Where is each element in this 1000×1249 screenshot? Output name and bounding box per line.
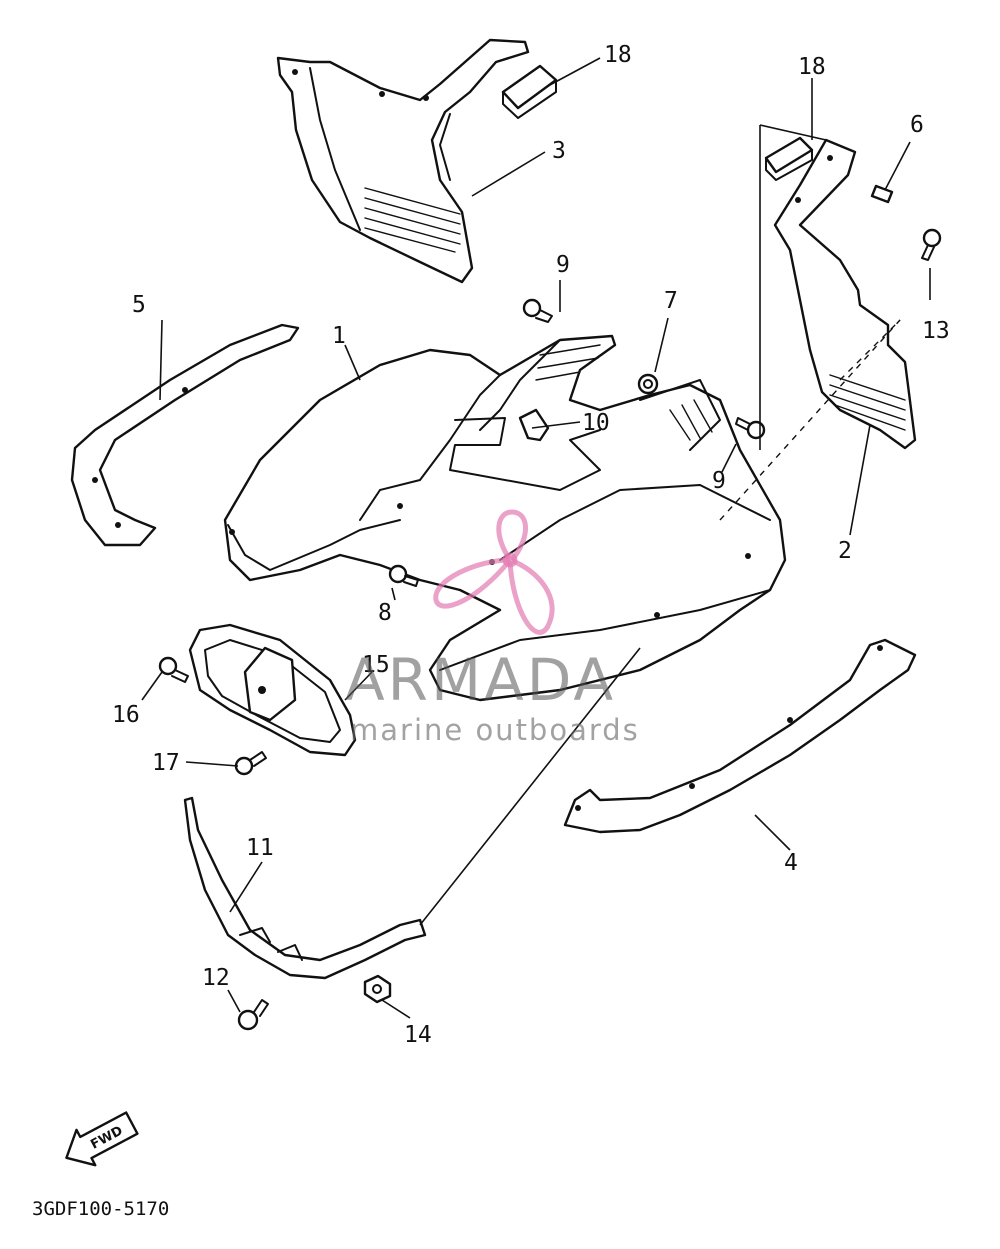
part-2-right-side-cover [773, 138, 917, 450]
part-1-front-fender [223, 334, 787, 702]
hardware-17-bolt [234, 751, 267, 776]
part-18-pad-left [501, 64, 558, 119]
part-11-stay [183, 796, 427, 980]
watermark-tagline: marine outboards [350, 713, 640, 747]
part-4-right-mudflap [563, 638, 917, 834]
callout-8: 8 [378, 600, 392, 626]
hardware-16-bolt [158, 656, 189, 683]
watermark-logo-icon [433, 509, 555, 635]
diagram-code: 3GDF100-5170 [32, 1198, 169, 1220]
callout-7: 7 [664, 288, 678, 314]
hardware-8-bolt [388, 564, 419, 587]
watermark: ARMADA marine outboards [345, 509, 640, 747]
callout-2: 2 [838, 538, 852, 564]
callout-9-right: 9 [712, 468, 726, 494]
callout-13: 13 [922, 318, 950, 344]
hardware-6-rivet [870, 184, 894, 204]
callout-12: 12 [202, 965, 230, 991]
callout-10: 10 [582, 410, 610, 436]
callout-18-left: 18 [604, 42, 632, 68]
fwd-arrow: FWD [65, 1111, 139, 1167]
hardware-9-bolt-top [522, 298, 553, 323]
hardware-14-nut [363, 974, 392, 1004]
part-15-headlight-bracket [188, 623, 357, 757]
part-3-left-side-cover [276, 38, 530, 284]
watermark-brand: ARMADA [345, 646, 616, 714]
leader-lines [141, 57, 931, 1019]
part-5-left-mudflap [70, 323, 300, 547]
fwd-arrow-icon [65, 1111, 139, 1167]
hardware-13-screw [921, 228, 942, 261]
callout-17: 17 [152, 750, 180, 776]
callout-11: 11 [246, 835, 274, 861]
callout-4: 4 [784, 850, 798, 876]
callout-3: 3 [552, 138, 566, 164]
callout-18-right: 18 [798, 54, 826, 80]
hardware-7-washer [637, 373, 659, 395]
callout-6: 6 [910, 112, 924, 138]
callout-15: 15 [362, 652, 390, 678]
callout-9-top: 9 [556, 252, 570, 278]
callout-1: 1 [332, 323, 346, 349]
callout-14: 14 [404, 1022, 432, 1048]
callout-16: 16 [112, 702, 140, 728]
callout-5: 5 [132, 292, 146, 318]
part-18-pad-right [764, 136, 814, 181]
hardware-12-bolt [237, 999, 269, 1031]
callout-labels: 1 2 3 4 5 6 7 8 9 9 10 11 12 13 14 15 16… [112, 42, 950, 1048]
hardware-10-grommet [518, 408, 550, 442]
